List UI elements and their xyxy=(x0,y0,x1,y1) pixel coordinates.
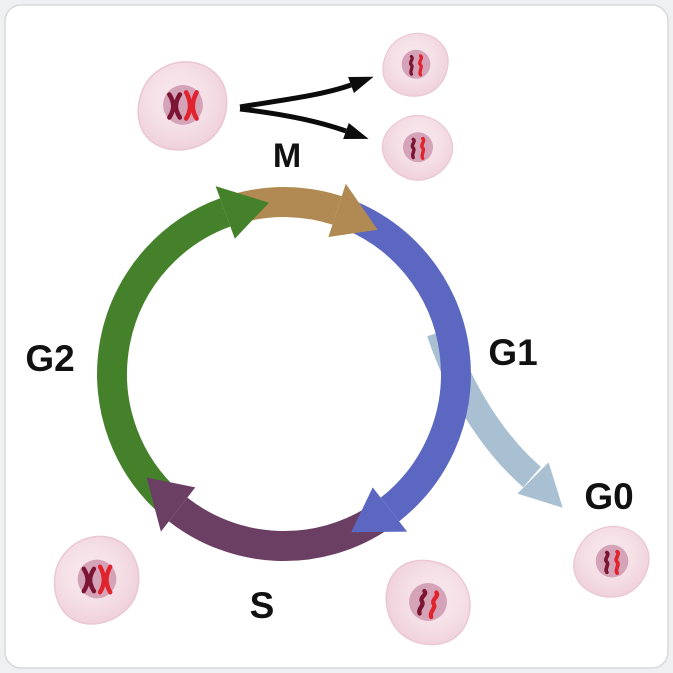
g2-phase-arc xyxy=(97,198,231,513)
g1-phase-arrowhead xyxy=(351,487,408,533)
s-phase-arrowhead xyxy=(146,477,196,532)
g0-exit-arrowhead xyxy=(517,462,563,508)
label-g0: G0 xyxy=(584,476,633,517)
division-arrowhead-lower xyxy=(343,123,369,139)
division-arrowhead-upper xyxy=(348,76,374,93)
label-g1: G1 xyxy=(488,332,537,373)
cell-division-arrows xyxy=(239,76,374,139)
g1-phase-arc xyxy=(345,201,471,522)
g2-phase-arrowhead xyxy=(215,186,269,239)
division-arrow-lower xyxy=(239,106,347,134)
m-phase-arrowhead xyxy=(328,183,378,237)
label-g2: G2 xyxy=(25,338,74,379)
label-s: S xyxy=(250,585,275,626)
division-arrow-upper xyxy=(239,82,352,110)
label-m: M xyxy=(273,137,301,175)
